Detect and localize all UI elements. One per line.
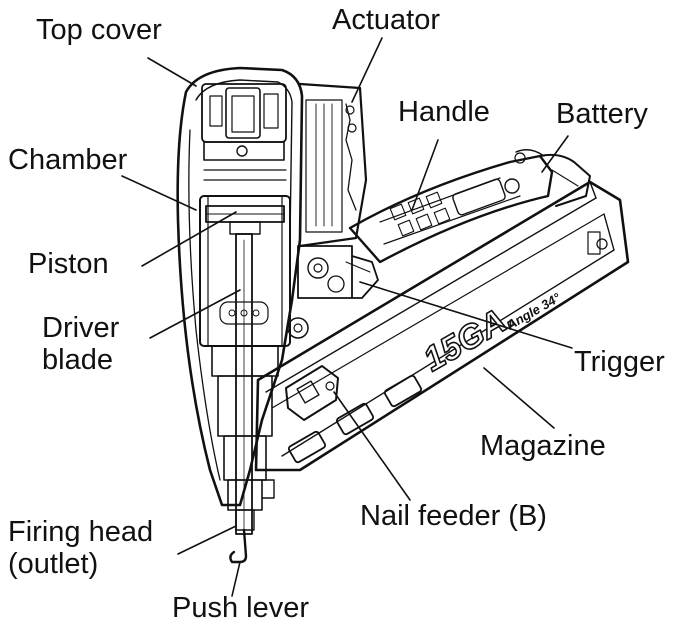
handle-part [348,149,554,264]
label-driver-blade-line1: Driver [42,312,120,344]
leader-push-lever [231,561,241,597]
label-firing-head: Firing head (outlet) [8,516,153,581]
driver-blade-part [219,233,269,535]
leader-top-cover [147,57,197,87]
label-driver-blade-line2: blade [42,344,113,377]
label-firing-head-line2: (outlet) [8,548,99,581]
leader-trigger [359,281,573,349]
label-nail-feeder: Nail feeder (B) [360,500,547,532]
leader-chamber [121,175,197,211]
label-trigger: Trigger [574,346,665,378]
leader-magazine [483,367,555,429]
magazine-angle-marking: Angle 34° [503,290,563,334]
battery-part [514,152,591,207]
label-magazine: Magazine [480,430,606,462]
label-handle: Handle [398,96,490,128]
top-cover-part [201,83,287,181]
label-piston: Piston [28,248,109,280]
trigger-part [287,245,379,339]
leader-nail-feeder [333,391,411,501]
body-housing [176,66,304,507]
actuator-part [298,82,368,248]
label-battery: Battery [556,98,648,130]
leader-battery [541,135,569,173]
leader-actuator [351,37,383,103]
label-push-lever: Push lever [172,592,310,624]
magazine-part: 15GA. Angle 34° [254,180,630,472]
leader-piston [141,211,237,267]
leader-firing-head [177,525,237,555]
leader-driver-blade [149,289,241,339]
label-chamber: Chamber [8,144,128,176]
nail-feeder-part [285,365,339,421]
leader-lines [121,37,573,597]
label-driver-blade: Driver blade [42,312,119,377]
label-top-cover: Top cover [36,14,162,46]
label-firing-head-line1: Firing head [8,516,154,548]
leader-handle [411,139,439,211]
piston-part [205,205,285,235]
magazine-gauge-marking: 15GA. [417,297,521,379]
label-actuator: Actuator [332,4,440,36]
